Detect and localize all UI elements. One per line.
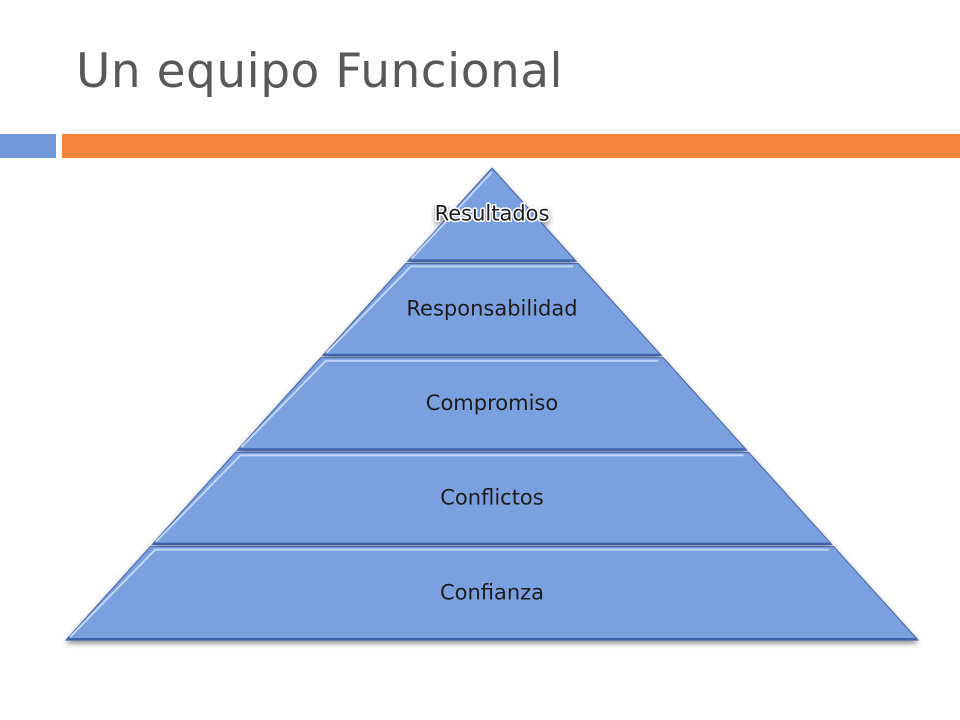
slide-title: Un equipo Funcional <box>76 44 564 99</box>
pyramid-level-shape <box>236 357 748 451</box>
accent-bar-blue <box>0 134 56 158</box>
pyramid-level: Resultados <box>406 167 578 262</box>
pyramid-level-label: Responsabilidad <box>406 297 577 321</box>
pyramid-level-shape <box>64 546 920 641</box>
pyramid-level: Responsabilidad <box>321 262 663 357</box>
pyramid-level: Confianza <box>64 546 920 641</box>
pyramid-level-highlight <box>240 359 659 448</box>
pyramid-level: Compromiso <box>236 357 748 451</box>
pyramid-level-shape <box>150 451 834 546</box>
pyramid-level-label: Resultados <box>435 202 550 226</box>
pyramid-level-highlight <box>69 548 829 638</box>
pyramid-level-highlight <box>325 265 574 354</box>
pyramid-level-label: Confianza <box>440 580 544 604</box>
pyramid-level: Conflictos <box>150 451 834 546</box>
pyramid-level-label: Compromiso <box>426 391 558 415</box>
pyramid-level-label: Conflictos <box>440 485 543 509</box>
pyramid-level-shape <box>321 262 663 357</box>
pyramid-levels: ResultadosResponsabilidadCompromisoConfl… <box>64 167 920 641</box>
pyramid-level-highlight <box>410 171 493 260</box>
accent-bar-orange <box>62 134 960 158</box>
pyramid-level-highlight <box>155 454 744 543</box>
